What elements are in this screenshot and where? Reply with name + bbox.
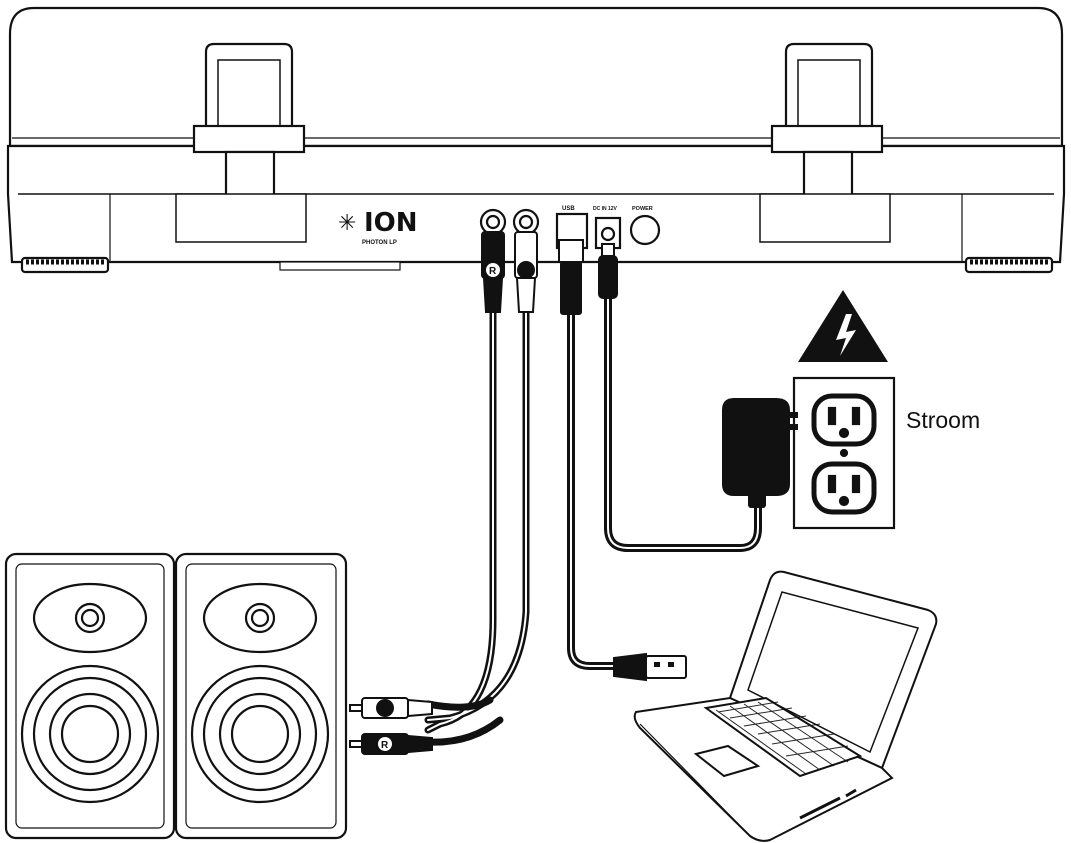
ion-star-icon: ✳ xyxy=(338,211,356,236)
cables xyxy=(424,294,762,746)
socket-lower xyxy=(811,461,877,515)
plug-mark-left-top: L xyxy=(522,266,528,277)
brand-logo: ION xyxy=(364,208,418,238)
dc-in-port-label: DC IN 12V xyxy=(593,206,618,212)
speaker-left xyxy=(4,552,176,840)
usb-port-label: USB xyxy=(562,206,575,212)
plug-mark-left-speaker: L xyxy=(381,704,387,715)
turntable: ✳ ION PHOTON LP USB DC IN 12V POWER xyxy=(6,6,1066,274)
hinge-right xyxy=(759,42,891,243)
usb-a-plug xyxy=(613,652,687,682)
power-button: POWER xyxy=(629,206,661,246)
power-adapter xyxy=(722,398,798,508)
plug-mark-right-speaker: R xyxy=(381,740,389,751)
dust-cover xyxy=(8,6,1064,148)
power-outlet-label: Stroom xyxy=(906,407,980,433)
speaker-right xyxy=(174,552,348,840)
power-button-label: POWER xyxy=(632,206,653,212)
rca-cable-left xyxy=(424,308,530,724)
laptop-trackpad xyxy=(693,744,761,778)
hinge-left xyxy=(175,42,307,243)
rca-plugs-top: R L xyxy=(481,231,538,313)
socket-upper xyxy=(811,393,877,447)
foot-left xyxy=(20,256,110,274)
laptop-keyboard xyxy=(703,696,863,778)
plug-mark-right-top: R xyxy=(489,266,497,277)
ion-logo: ✳ ION PHOTON LP xyxy=(338,208,418,246)
rca-plugs-speaker: L R xyxy=(349,697,433,755)
laptop xyxy=(633,570,938,842)
rca-jack-left xyxy=(512,208,540,236)
foot-right xyxy=(964,256,1054,274)
rca-jack-right xyxy=(479,208,507,236)
dc-plug xyxy=(598,243,618,299)
rca-cable-right xyxy=(424,308,497,734)
power-outlet xyxy=(792,376,896,530)
brand-model: PHOTON LP xyxy=(362,240,397,246)
electrical-warning-icon xyxy=(798,290,888,362)
usb-b-plug xyxy=(558,239,584,315)
